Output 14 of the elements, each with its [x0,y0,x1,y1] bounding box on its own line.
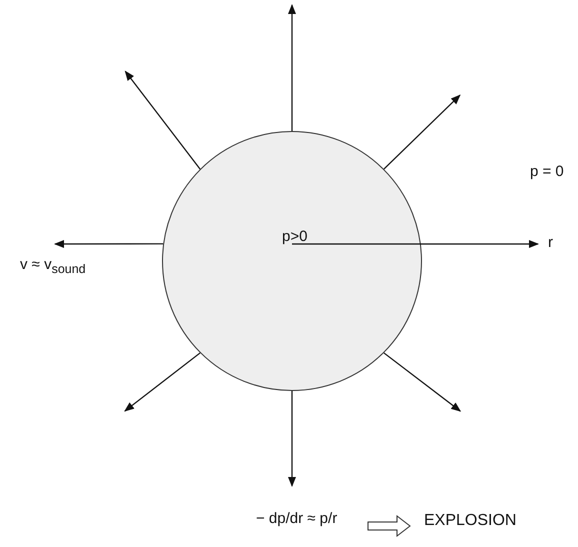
arrow [384,94,461,170]
implies-arrow [368,514,411,538]
radius-label: r [548,234,553,251]
arrow [54,240,164,248]
arrow [288,4,296,131]
arrow [124,352,200,412]
pressure-label: p>0 [282,228,308,245]
velocity-label: v ≈ v$_{sound}$ [20,256,86,276]
formula-text: − dp/dr ≈ p/r [256,510,338,527]
arrow [124,70,201,170]
arrow [288,391,296,487]
result-text: EXPLOSION [424,512,516,530]
ambient-pressure-label: p = 0 [530,163,564,180]
arrow [384,352,462,412]
